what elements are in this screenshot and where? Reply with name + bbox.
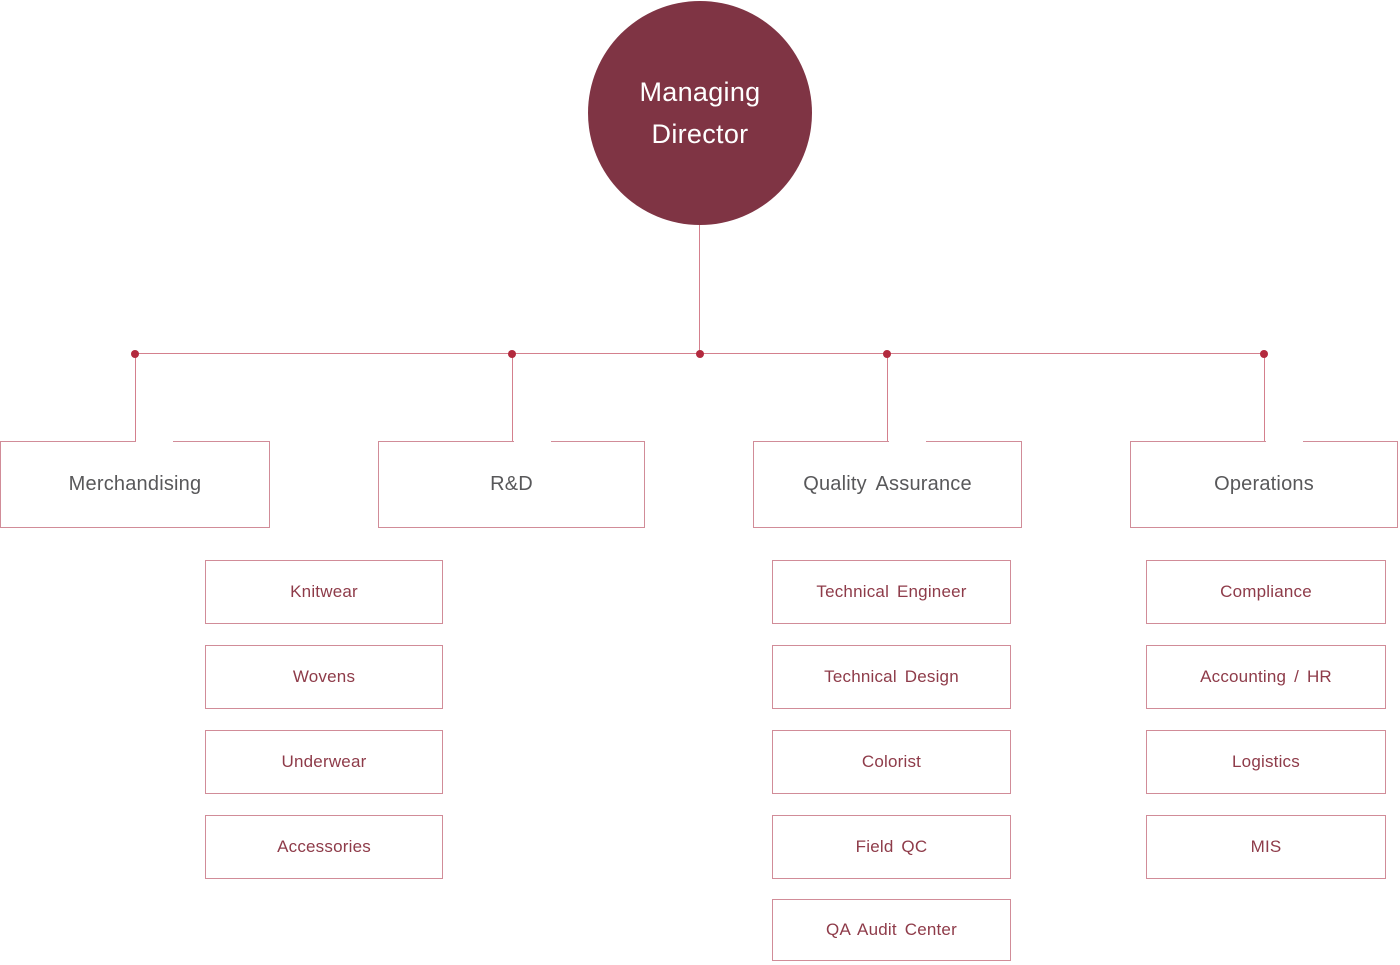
root-node-label: Managing Director [639, 77, 761, 149]
child-label-field-qc: Field QC [855, 837, 928, 856]
child-box-technical-design: Technical Design [772, 645, 1011, 709]
child-box-accounting-hr: Accounting / HR [1146, 645, 1386, 709]
junction-dot-center [696, 350, 704, 358]
junction-dot-quality-assurance [883, 350, 891, 358]
child-box-compliance: Compliance [1146, 560, 1386, 624]
connector-drop-quality-assurance [887, 354, 888, 441]
child-label-technical-engineer: Technical Engineer [816, 582, 967, 601]
junction-dot-merchandising [131, 350, 139, 358]
child-box-knitwear: Knitwear [205, 560, 443, 624]
child-box-qa-audit-center: QA Audit Center [772, 899, 1011, 961]
dept-box-quality-assurance: Quality Assurance [753, 440, 1022, 528]
child-label-compliance: Compliance [1220, 582, 1312, 601]
border-notch [136, 440, 173, 443]
dept-box-operations: Operations [1130, 440, 1398, 528]
root-node-managing-director: Managing Director [588, 1, 812, 225]
child-box-mis: MIS [1146, 815, 1386, 879]
child-box-technical-engineer: Technical Engineer [772, 560, 1011, 624]
child-box-underwear: Underwear [205, 730, 443, 794]
connector-drop-operations [1264, 354, 1265, 441]
child-box-logistics: Logistics [1146, 730, 1386, 794]
border-notch [514, 440, 551, 443]
border-notch [1266, 440, 1303, 443]
dept-label-rnd: R&D [490, 473, 533, 495]
border-notch [889, 440, 926, 443]
dept-label-operations: Operations [1214, 473, 1314, 495]
connector-drop-merchandising [135, 354, 136, 441]
connector-drop-rnd [512, 354, 513, 441]
child-label-accounting-hr: Accounting / HR [1200, 667, 1332, 686]
dept-label-quality-assurance: Quality Assurance [803, 473, 972, 495]
child-label-mis: MIS [1250, 837, 1282, 856]
child-label-qa-audit-center: QA Audit Center [826, 920, 957, 939]
child-label-accessories: Accessories [277, 837, 371, 856]
child-label-technical-design: Technical Design [824, 667, 959, 686]
child-box-colorist: Colorist [772, 730, 1011, 794]
child-label-knitwear: Knitwear [290, 582, 358, 601]
child-label-logistics: Logistics [1232, 752, 1300, 771]
junction-dot-rnd [508, 350, 516, 358]
dept-label-merchandising: Merchandising [68, 473, 202, 495]
dept-box-rnd: R&D [378, 440, 645, 528]
child-box-field-qc: Field QC [772, 815, 1011, 879]
child-box-wovens: Wovens [205, 645, 443, 709]
child-box-accessories: Accessories [205, 815, 443, 879]
child-label-underwear: Underwear [281, 752, 367, 771]
child-label-wovens: Wovens [292, 667, 356, 686]
connector-root-stem [699, 225, 700, 354]
junction-dot-operations [1260, 350, 1268, 358]
dept-box-merchandising: Merchandising [0, 440, 270, 528]
child-label-colorist: Colorist [861, 752, 922, 771]
